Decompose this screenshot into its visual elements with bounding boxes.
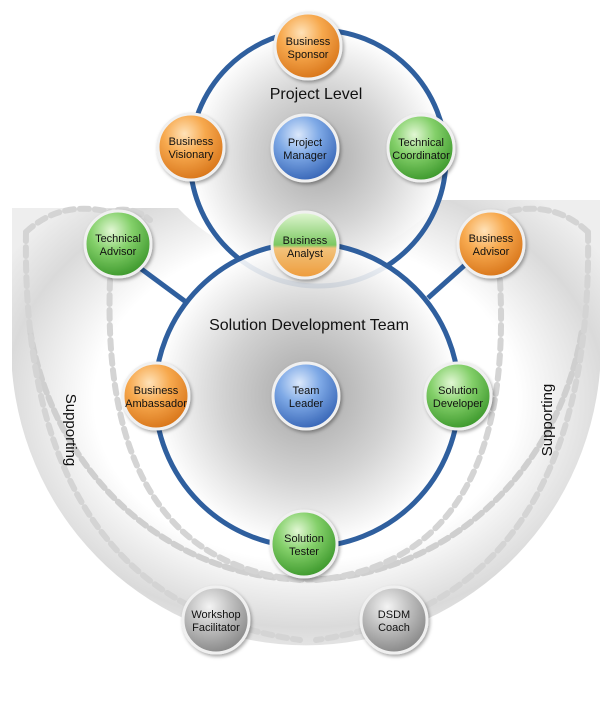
business-analyst-line1: Business (283, 235, 328, 247)
workshop-facilitator-line2: Facilitator (192, 622, 240, 634)
solution-developer-line1: Solution (438, 385, 478, 397)
role-business-analyst[interactable] (270, 210, 340, 280)
role-business-visionary[interactable] (156, 112, 226, 182)
role-technical-coordinator[interactable] (386, 113, 456, 183)
team-leader-line1: Team (293, 385, 320, 397)
supporting-left-label: Supporting (62, 394, 79, 467)
solution-tester-line2: Tester (289, 546, 319, 558)
role-dsdm-coach[interactable] (359, 585, 429, 655)
role-workshop-facilitator[interactable] (181, 585, 251, 655)
project-manager-line1: Project (288, 137, 322, 149)
role-business-ambassador[interactable] (121, 361, 191, 431)
role-team-leader[interactable] (271, 361, 341, 431)
supporting-right-label: Supporting (539, 384, 556, 457)
team-leader-line2: Leader (289, 398, 324, 410)
technical-advisor-line2: Advisor (100, 246, 137, 258)
role-business-advisor[interactable] (456, 209, 526, 279)
project-level-title: Project Level (270, 86, 363, 103)
technical-coordinator-line2: Coordinator (392, 150, 450, 162)
dsdm-coach-line1: DSDM (378, 609, 410, 621)
business-ambassador-line1: Business (134, 385, 179, 397)
technical-advisor-line1: Technical (95, 233, 141, 245)
project-manager-line2: Manager (283, 150, 327, 162)
dsdm-coach-line2: Coach (378, 622, 410, 634)
solution-team-title: Solution Development Team (209, 317, 409, 334)
solution-tester-line1: Solution (284, 533, 324, 545)
advisor-connectors (138, 262, 468, 305)
workshop-facilitator-line1: Workshop (191, 609, 240, 621)
business-ambassador-line2: Ambassador (125, 398, 187, 410)
role-business-sponsor[interactable] (273, 11, 343, 81)
business-visionary-line1: Business (169, 136, 214, 148)
solution-developer-line2: Developer (433, 398, 483, 410)
business-advisor-line2: Advisor (473, 246, 510, 258)
role-technical-advisor[interactable] (83, 209, 153, 279)
business-sponsor-line2: Sponsor (288, 49, 329, 61)
technical-coordinator-line1: Technical (398, 137, 444, 149)
business-analyst-line2: Analyst (287, 248, 323, 260)
business-visionary-line2: Visionary (168, 149, 214, 161)
role-project-manager[interactable] (270, 113, 340, 183)
business-advisor-line1: Business (469, 233, 514, 245)
role-solution-tester[interactable] (269, 509, 339, 579)
role-solution-developer[interactable] (423, 361, 493, 431)
business-sponsor-line1: Business (286, 36, 331, 48)
